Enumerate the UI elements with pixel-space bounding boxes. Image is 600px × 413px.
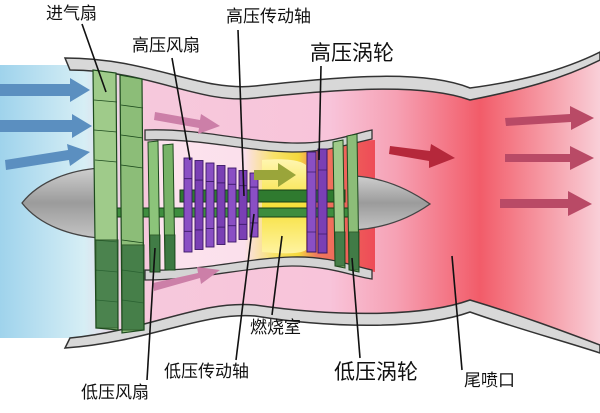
hp-fan-blade [183,157,193,253]
lp-turbine-blades [332,133,360,273]
leader-nozzle [451,255,463,371]
hp-fan-blades [183,157,259,253]
label-intake-fan: 进气扇 [46,4,97,24]
leader-hp-turbine [318,65,322,161]
label-hp-fan: 高压风扇 [132,36,200,56]
arrow-icon [0,114,92,138]
arrow-icon [254,163,296,187]
hp-turbine-blades [306,148,328,254]
leader-lp-turbine [351,257,361,359]
label-hp-turbine: 高压涡轮 [310,41,394,65]
intake-fan-blades [92,69,145,334]
leader-intake-fan [81,23,107,93]
hp-fan-blade [216,165,226,245]
outlet-arrows [500,106,594,216]
leader-combustor [271,235,283,316]
leader-hp-fan [171,57,191,161]
combustion-zone [262,159,306,254]
hp-turbine-blade [306,151,317,253]
arrow-icon [389,144,455,168]
tail-cone [354,175,432,231]
arrow-icon [154,112,220,134]
label-hp-shaft: 高压传动轴 [226,7,311,27]
bypass-arrows [153,112,220,291]
hp-fan-blade [249,172,259,238]
label-lp-shaft: 低压传动轴 [164,362,249,382]
combustion-arrow [254,163,296,187]
label-lp-turbine: 低压涡轮 [334,360,418,384]
label-nozzle: 尾喷口 [464,371,515,391]
leader-lp-shaft [235,213,255,361]
leader-lines [81,23,463,381]
arrow-icon [500,191,592,216]
arrow-icon [0,78,90,102]
intake-arrows [0,78,92,170]
exhaust-arrows [389,144,455,168]
arrow-icon [505,106,594,130]
hp-fan-blade [194,160,204,250]
hp-fan-blade [227,167,237,243]
label-combustor: 燃烧室 [250,318,301,338]
leader-hp-shaft [237,29,245,197]
hp-turbine-blade [317,148,328,254]
label-lp-fan: 低压风扇 [81,383,149,403]
arrow-icon [5,144,90,170]
hp-fan-blade [205,162,215,248]
arrow-icon [505,146,594,170]
nacelle-top [63,51,600,101]
arrow-icon [153,267,220,291]
leader-lp-fan [146,247,156,381]
